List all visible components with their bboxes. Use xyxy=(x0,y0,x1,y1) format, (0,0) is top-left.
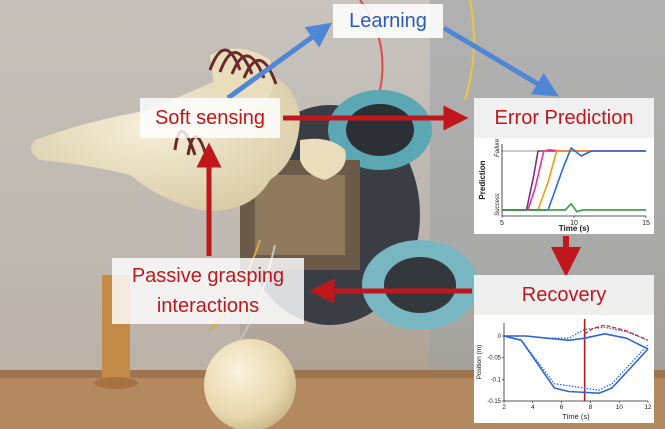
arrow-soft-to-learning xyxy=(226,22,333,101)
position-series-4 xyxy=(503,335,649,394)
y-tick-label-failure: Failure xyxy=(495,138,501,157)
prediction-series-3 xyxy=(502,147,646,211)
x-tick-label: 2 xyxy=(502,404,506,411)
y-tick-label: -0.15 xyxy=(487,399,501,405)
y-tick-label: -0.05 xyxy=(487,356,501,362)
passive-grasping-label: Passive grasping interactions xyxy=(112,258,304,324)
position-series-2 xyxy=(584,324,649,341)
x-axis-label: Time (s) xyxy=(559,224,590,233)
soft-sensing-label: Soft sensing xyxy=(140,98,280,138)
x-tick-label: 15 xyxy=(642,220,650,227)
error-prediction-label: Error Prediction xyxy=(474,98,654,138)
x-axis-label: Time (s) xyxy=(562,412,590,421)
prediction-series-4 xyxy=(502,202,646,213)
x-tick-label: 6 xyxy=(560,404,564,411)
prediction-series-1 xyxy=(502,149,646,211)
passive-grasping-line2: interactions xyxy=(156,295,260,317)
passive-grasping-line1: Passive grasping xyxy=(131,265,285,287)
x-tick-label: 10 xyxy=(570,220,578,227)
x-tick-label: 5 xyxy=(500,220,504,227)
position-chart: 2 4 6 8 10 12 0 -0.05 -0.1 -0.15 Position (m) Time … xyxy=(476,319,652,421)
recovery-label: Recovery xyxy=(474,275,654,315)
y-axis-label: Prediction xyxy=(478,160,487,199)
x-tick-label: 10 xyxy=(616,404,624,411)
position-series-1 xyxy=(504,326,649,341)
y-tick-label: -0.1 xyxy=(491,377,502,383)
y-axis-label: Position (m) xyxy=(476,345,483,380)
y-tick-label: 0 xyxy=(498,334,502,340)
x-tick-label: 4 xyxy=(531,404,535,411)
x-tick-label: 8 xyxy=(589,404,593,411)
x-tick-label: 12 xyxy=(644,404,652,411)
y-tick-label-success: Success xyxy=(495,193,501,216)
prediction-series-2 xyxy=(502,150,646,211)
position-series-3 xyxy=(503,335,649,391)
prediction-series-0 xyxy=(502,150,646,211)
learning-label: Learning xyxy=(333,4,443,38)
arrow-learning-to-error xyxy=(442,25,559,97)
position-chart-panel: 2 4 6 8 10 12 0 -0.05 -0.1 -0.15 Position (m) Time … xyxy=(474,315,654,423)
